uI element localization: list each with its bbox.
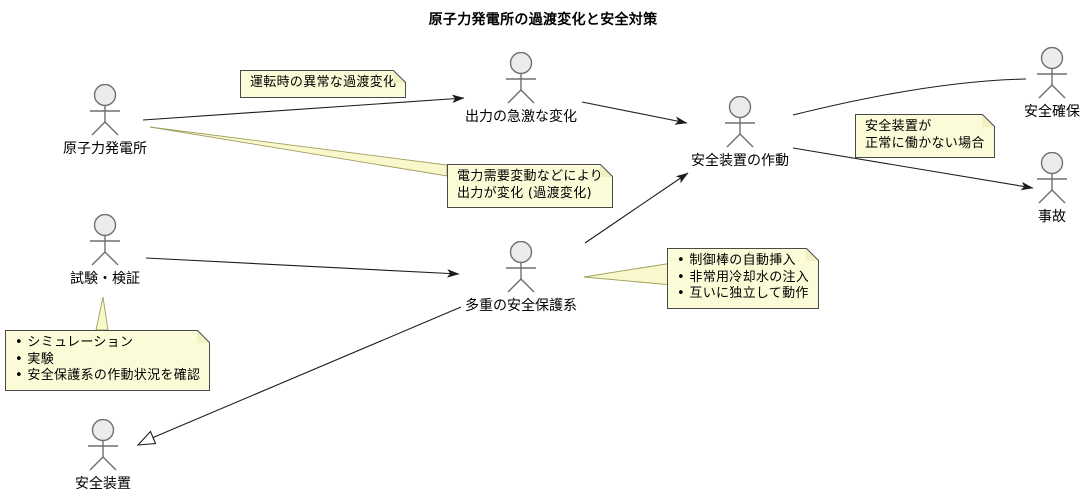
- stick-figure-icon: [88, 419, 118, 471]
- note-line: 安全装置が: [865, 119, 932, 134]
- note-verification-methods: • シミュレーション • 実験 • 安全保護系の作動状況を確認: [5, 330, 211, 391]
- arrow-plant-to-output-change: [142, 94, 465, 121]
- actor-label: 多重の安全保護系: [465, 298, 577, 314]
- stick-figure-icon: [1037, 152, 1067, 204]
- actor-safety-device-activation: 安全装置の作動: [630, 96, 850, 169]
- actor-label: 安全装置の作動: [691, 153, 789, 169]
- note-line: • 互いに独立して動作: [677, 286, 809, 301]
- note-line: • 制御棒の自動挿入: [677, 253, 796, 268]
- folded-corner-icon: [981, 114, 995, 127]
- actor-accident: 事故: [942, 152, 1086, 225]
- note-abnormal-transient: 運転時の異常な過渡変化: [240, 70, 407, 98]
- stick-figure-icon: [1037, 47, 1067, 99]
- note-device-not-working: 安全装置が 正常に働かない場合: [855, 114, 995, 158]
- arrow-output-change-to-activation: [581, 101, 688, 125]
- actor-safety-device: 安全装置: [0, 419, 213, 492]
- note-line: 電力需要変動などにより: [457, 169, 604, 184]
- note-line: 出力が変化 (過渡変化): [457, 185, 592, 201]
- folded-corner-icon: [393, 70, 407, 83]
- generalization-protection-to-safety-device: [151, 306, 462, 439]
- actor-label: 原子力発電所: [63, 141, 147, 157]
- arrow-test-to-protection: [145, 257, 460, 278]
- note-line: • 安全保護系の作動状況を確認: [15, 368, 201, 383]
- arrow-activation-to-accident: [792, 147, 1034, 191]
- actor-nuclear-plant: 原子力発電所: [0, 84, 215, 157]
- stick-figure-icon: [506, 52, 536, 104]
- stick-figure-icon: [90, 84, 120, 136]
- actor-label: 出力の急激な変化: [465, 109, 577, 125]
- note-connector-verification-methods: [95, 296, 109, 331]
- actor-label: 試験・検証: [70, 271, 140, 287]
- actor-label: 事故: [1038, 209, 1066, 225]
- arrow-protection-to-activation: [584, 172, 689, 244]
- open-triangle-arrowhead-icon: [136, 430, 157, 446]
- actor-label: 安全装置: [75, 476, 131, 492]
- folded-corner-icon: [806, 248, 820, 261]
- actor-test-verification: 試験・検証: [0, 214, 215, 287]
- actor-safety-secured: 安全確保: [942, 47, 1086, 120]
- curve-activation-to-safety-secured: [792, 78, 1027, 116]
- folded-corner-icon: [600, 164, 614, 177]
- note-line: 運転時の異常な過渡変化: [250, 75, 397, 90]
- stick-figure-icon: [506, 241, 536, 293]
- stick-figure-icon: [725, 96, 755, 148]
- note-power-demand: 電力需要変動などにより 出力が変化 (過渡変化): [447, 164, 614, 208]
- note-line: • シミュレーション: [15, 335, 134, 350]
- note-line: • 実験: [15, 351, 55, 367]
- stick-figure-icon: [90, 214, 120, 266]
- note-line: • 非常用冷却水の注入: [677, 269, 810, 285]
- diagram-title: 原子力発電所の過渡変化と安全対策: [428, 12, 658, 28]
- note-protection-actions: • 制御棒の自動挿入 • 非常用冷却水の注入 • 互いに独立して動作: [667, 248, 820, 309]
- note-line: 正常に働かない場合: [865, 135, 985, 151]
- actor-multi-safety-protection: 多重の安全保護系: [411, 241, 631, 314]
- actor-sudden-output-change: 出力の急激な変化: [411, 52, 631, 125]
- folded-corner-icon: [197, 330, 211, 343]
- actor-label: 安全確保: [1024, 104, 1080, 120]
